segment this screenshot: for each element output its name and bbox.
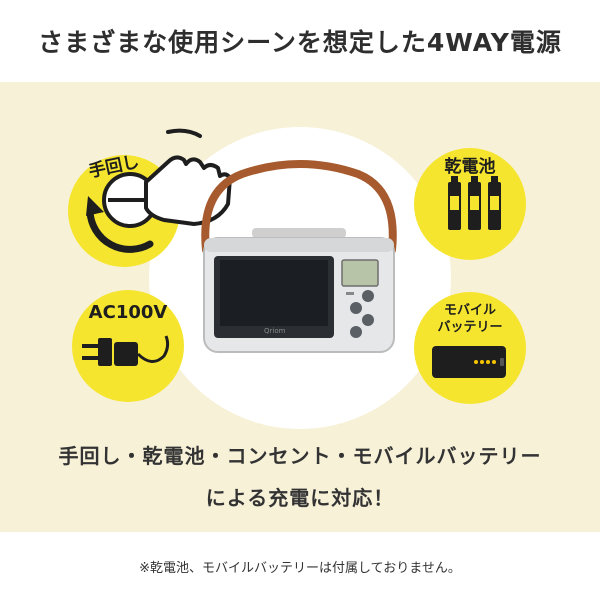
battery-label: 乾電池 [444, 157, 496, 177]
ac-adapter-label: AC100V [88, 302, 168, 323]
mobile-battery-label-line1: モバイル [443, 303, 496, 318]
mobile-battery-label: モバイル バッテリー [414, 302, 526, 336]
page-title: さまざまな使用シーンを想定した4WAY電源 [38, 28, 562, 57]
battery-icon [448, 176, 501, 230]
radio-product-image [201, 160, 397, 353]
caption-line-1: 手回し・乾電池・コンセント・モバイルバッテリー [58, 444, 542, 468]
mobile-battery-icon [432, 346, 506, 378]
ac-adapter-icon [82, 335, 170, 366]
footnote: ※乾電池、モバイルバッテリーは付属しておりません。 [139, 560, 461, 576]
caption-line-2: による充電に対応！ [205, 486, 395, 510]
mobile-battery-label-line2: バッテリー [437, 320, 503, 335]
radio-brand-logo: Qriom [264, 327, 286, 335]
hand-crank-icon [86, 128, 232, 253]
